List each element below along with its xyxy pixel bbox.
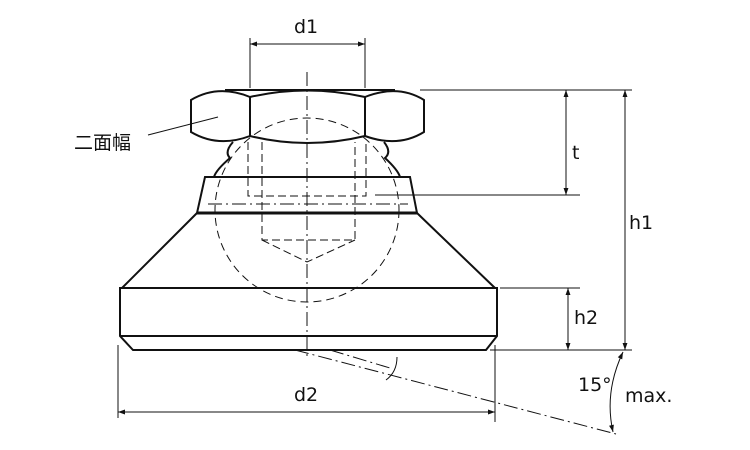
leader-line <box>147 116 219 136</box>
hex-nut <box>190 89 425 144</box>
h2-label: h2 <box>574 307 599 329</box>
base-cone <box>121 212 496 289</box>
tilt-line <box>294 349 617 435</box>
neck <box>213 141 401 178</box>
angle-label: 15° <box>578 374 612 396</box>
d1-label: d1 <box>294 16 319 38</box>
hidden-thread <box>247 142 367 263</box>
d2-label: d2 <box>294 384 319 406</box>
h1-label: h1 <box>629 212 654 234</box>
angle-note-label: max. <box>625 385 673 407</box>
angle-arc <box>609 351 624 433</box>
base-pad <box>119 287 498 351</box>
width-across-flats-label: 二面幅 <box>74 132 132 154</box>
t-label: t <box>572 142 580 164</box>
